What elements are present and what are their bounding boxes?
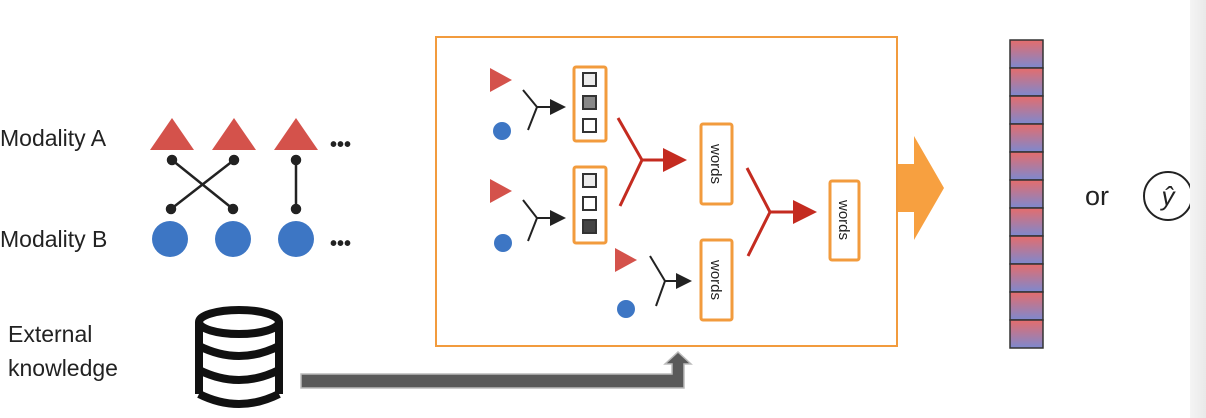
circle-b2	[215, 221, 251, 257]
feature-cell	[1009, 95, 1044, 125]
fusion-group-1	[490, 65, 608, 143]
circle-b1	[152, 221, 188, 257]
words-box-2: words	[699, 238, 734, 322]
feature-cell	[1009, 151, 1044, 181]
slide-edge	[1190, 0, 1206, 418]
words-box-1: words	[699, 122, 734, 206]
modality-b-label: Modality B	[0, 226, 107, 252]
words-box-3: words	[828, 179, 861, 262]
fusion-box	[435, 36, 898, 347]
fusion-group-2	[490, 165, 608, 252]
feature-cell	[1009, 179, 1044, 209]
feature-cell	[1009, 39, 1044, 69]
circle-b3	[278, 221, 314, 257]
feature-cell	[1009, 235, 1044, 265]
red-merge-2	[745, 167, 817, 257]
triangle-a1	[150, 118, 194, 150]
knowledge-arrow	[300, 350, 693, 389]
modality-b-circles	[152, 221, 314, 257]
or-label: or	[1085, 181, 1109, 211]
feature-vector	[1009, 39, 1044, 349]
svg-text:words: words	[707, 143, 724, 184]
svg-text:words: words	[835, 199, 852, 240]
modality-a-label: Modality A	[0, 125, 107, 151]
triangle-a3	[274, 118, 318, 150]
feature-cell	[1009, 207, 1044, 237]
svg-text:words: words	[707, 259, 724, 300]
fusion-group-3	[615, 248, 690, 318]
feature-cell	[1009, 123, 1044, 153]
modality-b-ellipsis: •••	[330, 233, 351, 255]
modality-a-ellipsis: •••	[330, 134, 351, 156]
alignment-links	[165, 154, 302, 215]
modality-a-triangles	[150, 118, 318, 150]
feature-cell	[1009, 291, 1044, 321]
external-knowledge-label-1: External	[8, 321, 92, 347]
red-merge-1	[616, 117, 687, 207]
feature-cell	[1009, 263, 1044, 293]
svg-text:ŷ: ŷ	[1160, 181, 1177, 211]
feature-cell	[1009, 319, 1044, 349]
external-knowledge-label-2: knowledge	[8, 355, 118, 381]
y-hat-symbol: ŷ	[1143, 171, 1193, 221]
database-icon	[195, 306, 283, 408]
feature-cell	[1009, 67, 1044, 97]
output-arrow	[898, 136, 944, 240]
triangle-a2	[212, 118, 256, 150]
